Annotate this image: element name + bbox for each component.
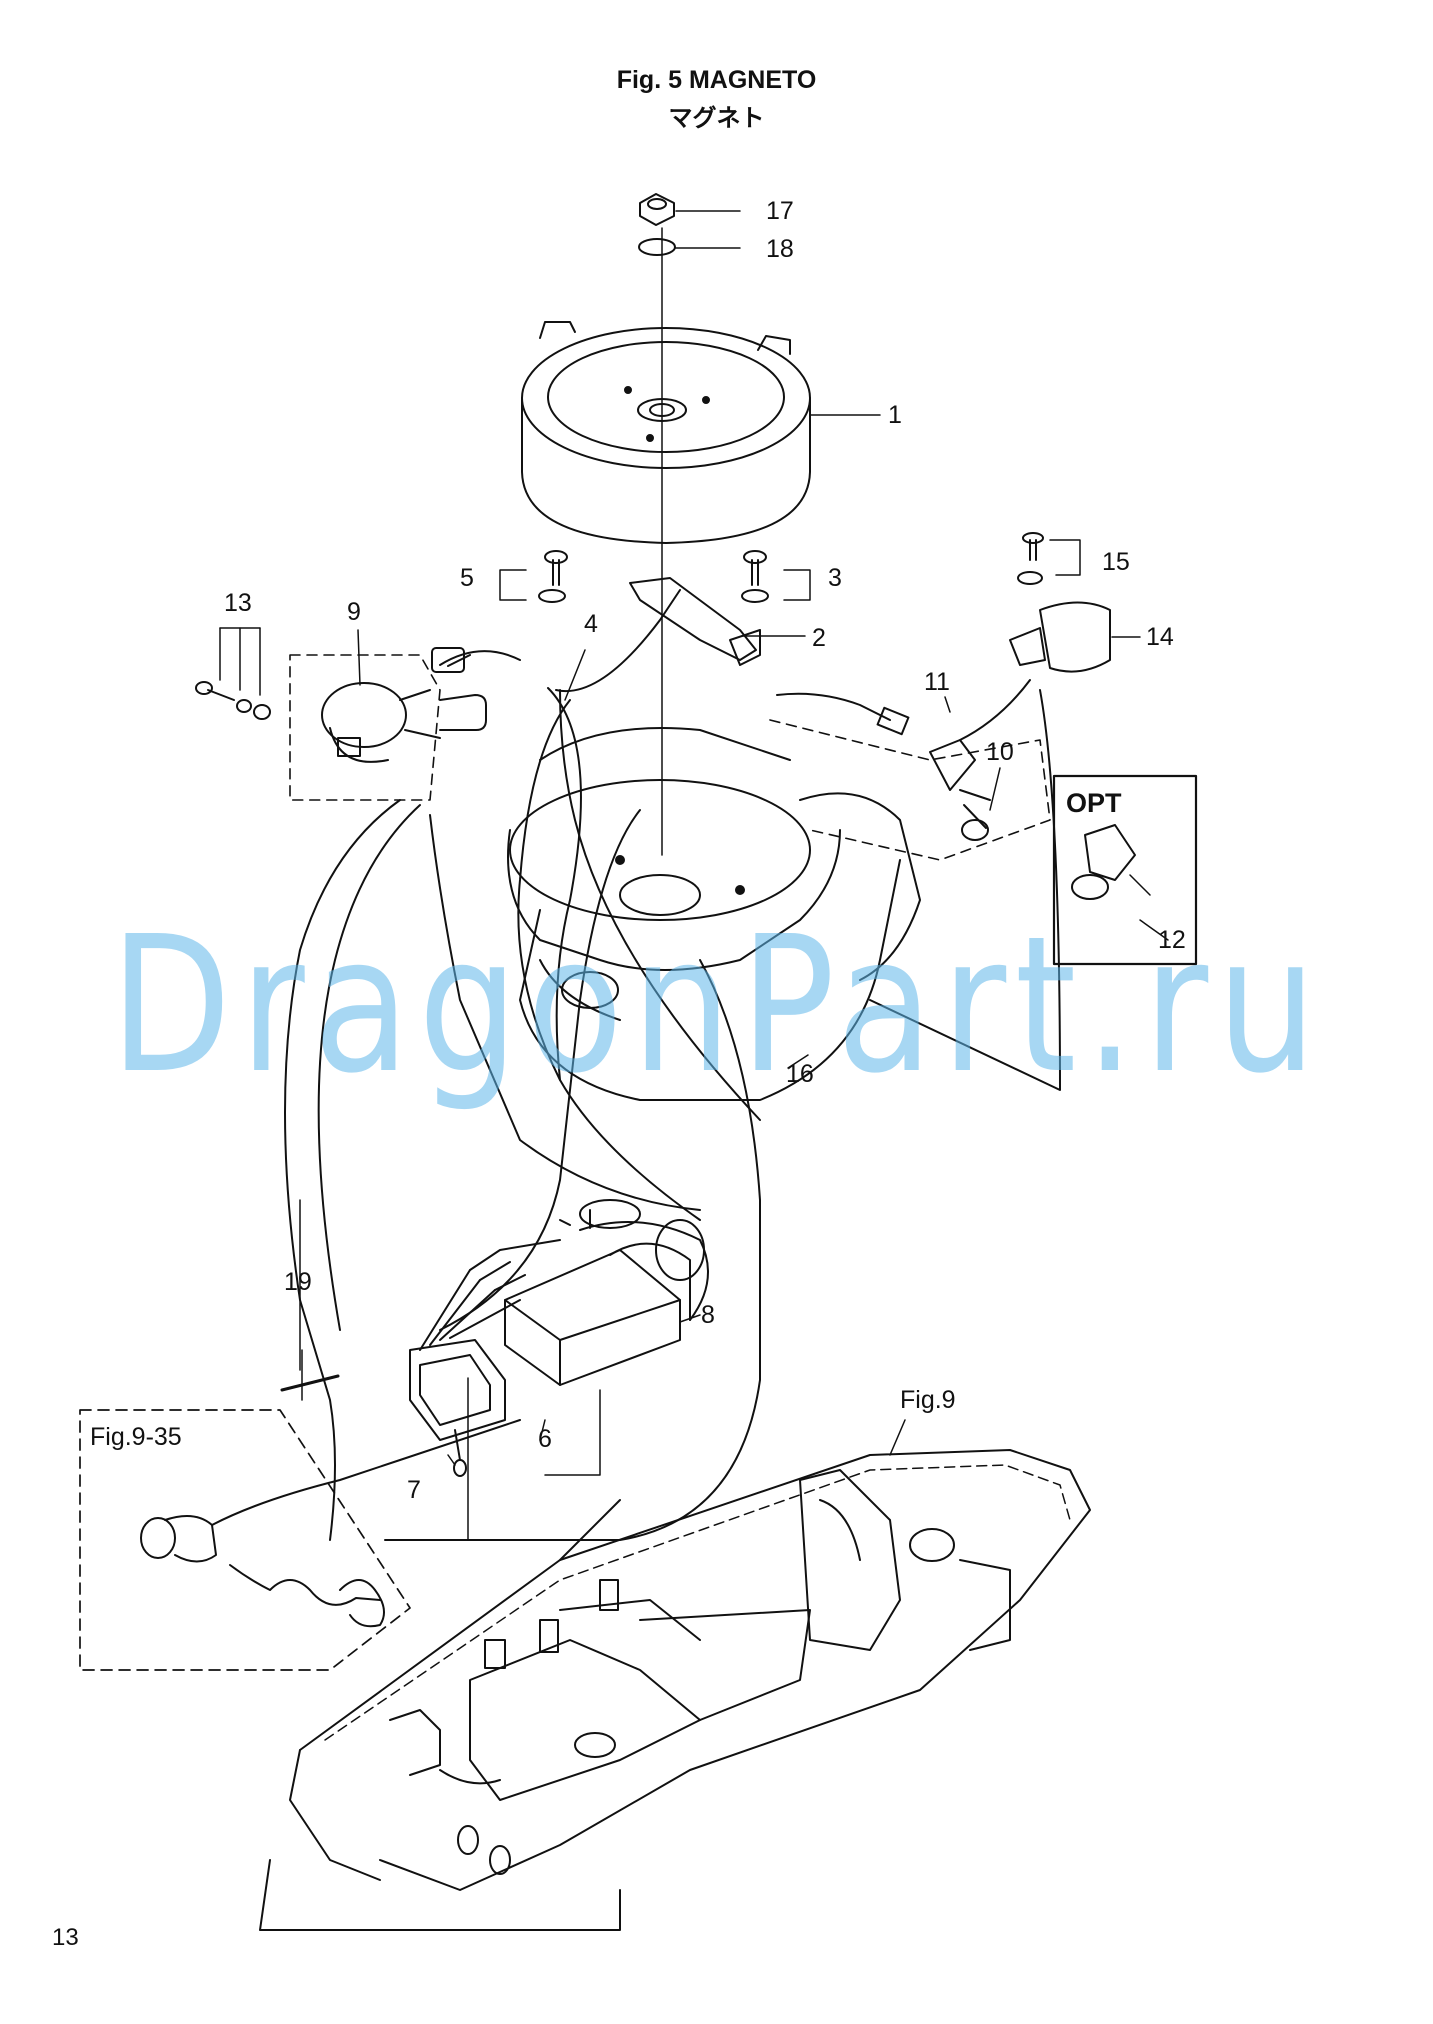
ignition-coil-part	[321, 682, 487, 763]
callout-6: 6	[538, 1425, 552, 1453]
figure-title: Fig. 5 MAGNETO	[616, 66, 817, 94]
callout-7: 7	[407, 1476, 421, 1504]
page-number: 13	[52, 1924, 79, 1951]
fig-9-35-region	[79, 1409, 411, 1671]
bottom-cowl-part	[259, 1449, 1091, 1931]
kill-switch-part	[140, 1419, 521, 1628]
opt-box	[1052, 774, 1198, 966]
callout-18: 18	[766, 235, 794, 263]
callout-4: 4	[584, 610, 598, 638]
opt-label: OPT	[1066, 788, 1122, 818]
callout-11: 11	[924, 668, 950, 696]
callout-16: 16	[786, 1060, 814, 1088]
washer-part	[638, 238, 676, 256]
callout-1: 1	[888, 401, 902, 429]
callout-12: 12	[1158, 926, 1186, 954]
nut-part	[639, 193, 675, 226]
callout-10: 10	[986, 738, 1014, 766]
watermark: DragonPart.ru	[110, 896, 1325, 1115]
fig-9-ref: Fig.9	[900, 1386, 956, 1414]
magneto-base-part	[507, 727, 921, 1101]
callout-2: 2	[812, 624, 826, 652]
screw-part	[538, 550, 769, 603]
callout-5: 5	[460, 564, 474, 592]
flywheel-part	[521, 321, 811, 544]
callout-13: 13	[224, 589, 252, 617]
callout-14: 14	[1146, 623, 1174, 651]
callout-9: 9	[347, 598, 361, 626]
callout-15: 15	[1102, 548, 1130, 576]
cdi-unit-part	[504, 1199, 709, 1386]
fig-9-35-ref: Fig.9-35	[90, 1423, 182, 1451]
callout-19: 19	[284, 1268, 312, 1296]
figure-subtitle: マグネト	[668, 104, 765, 132]
callout-17: 17	[766, 197, 794, 225]
callout-3: 3	[828, 564, 842, 592]
callout-8: 8	[701, 1301, 715, 1329]
